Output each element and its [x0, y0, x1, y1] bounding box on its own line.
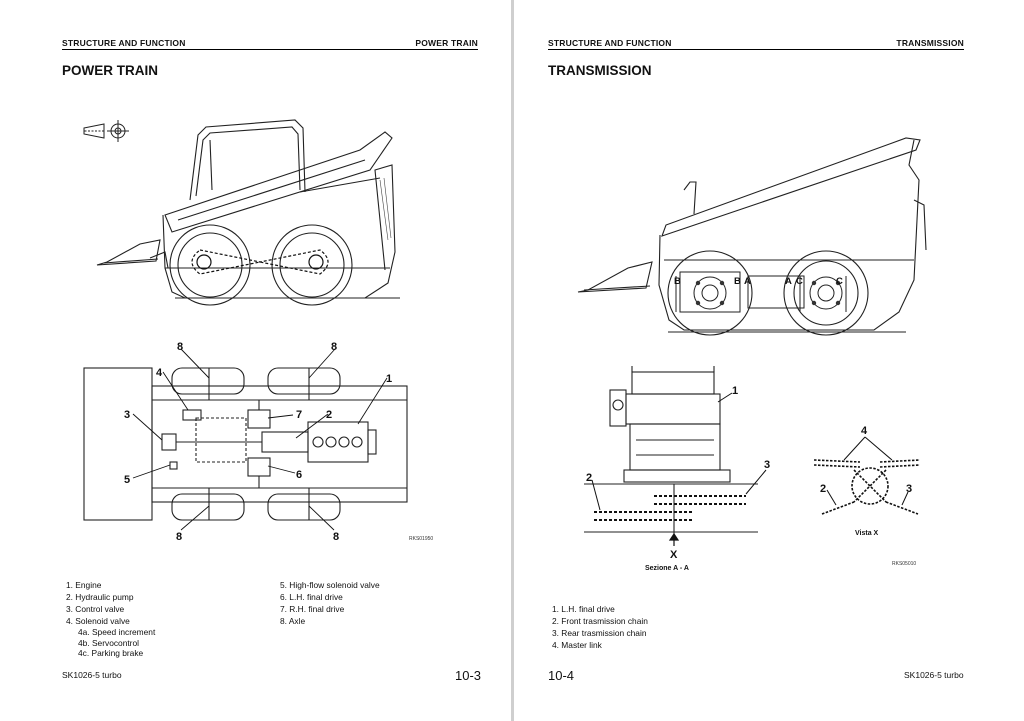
right-legend: 1. L.H. final drive 2. Front trasmission… [552, 603, 648, 651]
callout-3: 3 [764, 459, 770, 471]
legend-item: 8. Axle [280, 616, 306, 626]
callout-2: 2 [326, 409, 332, 421]
callout-7: 7 [296, 409, 302, 421]
engine-block [307, 421, 369, 463]
callout-4: 4 [861, 425, 868, 437]
callout-5: 5 [124, 474, 130, 486]
view-arrow-label: X [670, 549, 678, 561]
master-link-chains [813, 459, 921, 515]
legend-item: 4. Master link [552, 640, 602, 650]
section-label-a-right: A [785, 276, 792, 287]
right-page-number: 10-4 [548, 668, 575, 683]
control-valve [161, 433, 177, 451]
legend-subitem: 4b. Servocontrol [78, 637, 139, 648]
callout-2: 2 [586, 472, 592, 484]
right-header-rule [548, 49, 964, 50]
chassis-outline [151, 385, 408, 503]
left-legend-col1: 1. Engine 2. Hydraulic pump 3. Control v… [66, 579, 155, 659]
section-caption: Sezione A - A [645, 565, 689, 572]
view-arrow [668, 532, 680, 546]
left-footer-model: SK1026-5 turbo [62, 670, 122, 680]
legend-item: 4. Solenoid valve [66, 616, 130, 626]
legend-item: 1. L.H. final drive [552, 604, 615, 614]
left-header-rule [62, 49, 478, 50]
left-header-section: STRUCTURE AND FUNCTION [62, 38, 186, 48]
left-header-topic: POWER TRAIN [415, 38, 478, 48]
legend-subitem: 4c. Parking brake [78, 648, 144, 658]
vista-x-drawing: 4 2 3 Vista X RKS05010 [813, 425, 921, 567]
callout-8-top-right: 8 [331, 341, 337, 353]
solenoid-valve [182, 409, 202, 421]
right-page-title: TRANSMISSION [548, 63, 652, 78]
left-figure-code: RKS01950 [409, 536, 433, 542]
vista-leaders [826, 436, 909, 506]
callout-6: 6 [296, 469, 302, 481]
legend-item: 6. L.H. final drive [280, 592, 343, 602]
power-train-top-schematic: 1 2 3 4 5 6 7 8 8 8 8 RKS01950 [83, 341, 433, 543]
callout-1: 1 [732, 385, 738, 397]
projection-symbol [83, 120, 129, 142]
callout-3: 3 [124, 409, 130, 421]
section-label-b-right: B [734, 276, 741, 287]
book-spine [511, 0, 514, 721]
section-label-a-left: A [744, 276, 751, 287]
view-caption: Vista X [855, 530, 879, 537]
chain-links-section [594, 495, 746, 521]
callout-4: 4 [156, 367, 163, 379]
section-label-c-right: C [836, 276, 843, 287]
chain-housing [747, 275, 805, 309]
loader-hatching [379, 177, 392, 241]
legend-item: 2. Front trasmission chain [552, 616, 648, 626]
right-footer-model: SK1026-5 turbo [904, 670, 964, 680]
legend-item: 5. High-flow solenoid valve [280, 580, 380, 590]
callout-3-vista: 3 [906, 483, 912, 495]
section-a-a-drawing: 1 2 3 X Sezione A - A [584, 366, 770, 572]
legend-item: 3. Rear trasmission chain [552, 628, 647, 638]
section-label-b-left: B [674, 276, 681, 287]
callout-8-top-left: 8 [177, 341, 183, 353]
callout-8-bottom-left: 8 [176, 531, 182, 543]
left-page-number: 10-3 [455, 668, 482, 683]
loader-body-lines [96, 119, 400, 306]
loader-side-view-drawing [83, 119, 400, 306]
high-flow-solenoid [169, 461, 178, 470]
legend-item: 7. R.H. final drive [280, 604, 345, 614]
front-frame [83, 367, 153, 521]
legend-item: 3. Control valve [66, 604, 125, 614]
left-page: STRUCTURE AND FUNCTION POWER TRAIN POWER… [62, 38, 482, 683]
legend-item: 1. Engine [66, 580, 102, 590]
left-legend-col2: 5. High-flow solenoid valve 6. L.H. fina… [280, 579, 380, 627]
hydraulic-pump [261, 431, 309, 453]
right-figure-code: RKS05010 [892, 561, 916, 567]
right-header-section: STRUCTURE AND FUNCTION [548, 38, 672, 48]
drive-chain [191, 249, 329, 275]
loader-transmission-side-view: B B A A C C [577, 137, 927, 336]
callout-8-bottom-right: 8 [333, 531, 339, 543]
leader-lines [591, 392, 767, 511]
section-label-c-left: C [796, 276, 803, 287]
rh-final-drive [247, 409, 271, 429]
left-page-title: POWER TRAIN [62, 63, 158, 78]
right-page: STRUCTURE AND FUNCTION TRANSMISSION TRAN… [514, 0, 1024, 721]
callout-2-vista: 2 [820, 483, 826, 495]
right-header-topic: TRANSMISSION [896, 38, 964, 48]
callout-1: 1 [386, 373, 392, 385]
legend-item: 2. Hydraulic pump [66, 592, 134, 602]
legend-subitem: 4a. Speed increment [78, 627, 156, 637]
lh-final-drive [247, 457, 271, 477]
